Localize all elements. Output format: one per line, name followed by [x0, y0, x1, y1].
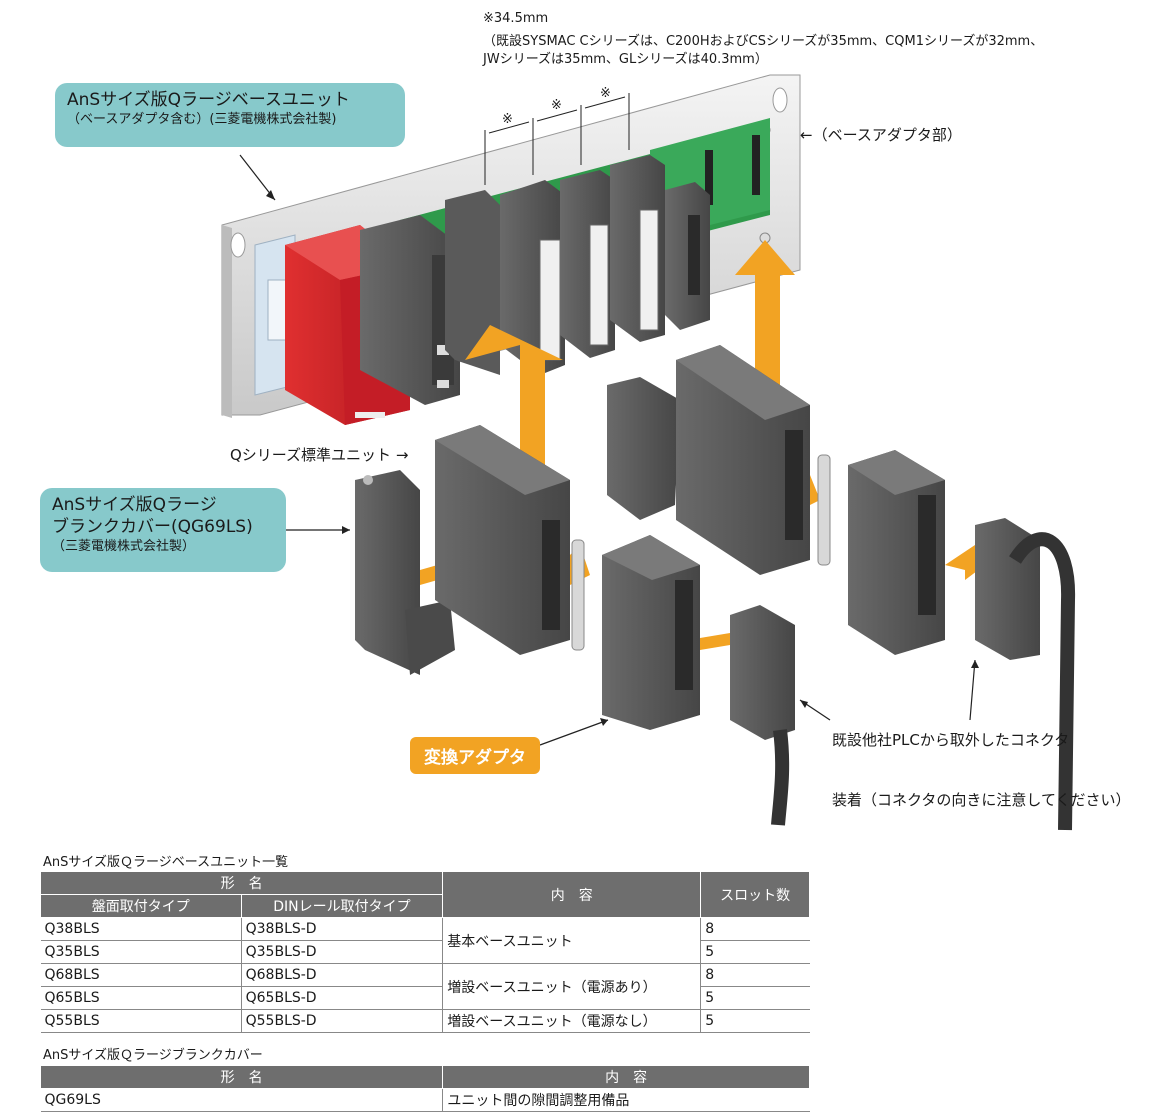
- cell-slots: 8: [700, 917, 810, 941]
- header-name: 形 名: [39, 871, 444, 895]
- callout-blank-cover-title-1: AnSサイズ版Qラージ: [52, 495, 217, 515]
- dimension-detail-line-2: JWシリーズは35mm、GLシリーズは40.3mm）: [483, 52, 768, 67]
- cell-panel: Q65BLS: [40, 986, 242, 1010]
- conversion-adapter-right: [848, 450, 945, 655]
- table1-title: AnSサイズ版Ｑラージベースユニット一覧: [43, 855, 289, 870]
- cell-slots: 5: [700, 940, 810, 964]
- table-row: Q68BLS Q68BLS-D 増設ベースユニット（電源あり） 8: [40, 963, 810, 1010]
- callout-base-unit: AnSサイズ版Qラージベースユニット （ベースアダプタ含む）(三菱電機株式会社製…: [55, 83, 405, 147]
- badge-conversion-adapter: 変換アダプタ: [410, 737, 540, 774]
- cell-content: 増設ベースユニット（電源あり）: [442, 963, 702, 1010]
- callout-blank-cover-sub: （三菱電機株式会社製）: [52, 539, 196, 554]
- cell-panel: Q38BLS: [40, 917, 242, 941]
- dimension-detail-line-1: （既設SYSMAC Cシリーズは、C200HおよびCSシリーズが35mm、CQM…: [483, 34, 1044, 49]
- callout-blank-cover-title-2: ブランクカバー(QG69LS): [52, 517, 253, 537]
- callout-base-unit-title: AnSサイズ版Qラージベースユニット: [67, 90, 350, 110]
- table2-title: AnSサイズ版Ｑラージブランクカバー: [43, 1048, 263, 1063]
- label-existing-connector: 既設他社PLCから取外したコネクタ: [832, 731, 1070, 749]
- header-name: 形 名: [39, 1065, 444, 1089]
- callout-blank-cover: AnSサイズ版Qラージ ブランクカバー(QG69LS) （三菱電機株式会社製）: [40, 488, 286, 572]
- conversion-adapter: [602, 535, 700, 730]
- cell-content: ユニット間の隙間調整用備品: [442, 1088, 810, 1112]
- leader-arrowheads: [266, 190, 979, 726]
- cell-panel: Q55BLS: [40, 1009, 242, 1033]
- cell-din: Q55BLS-D: [241, 1009, 444, 1033]
- cell-slots: 5: [700, 986, 810, 1010]
- cell-slots: 8: [700, 963, 810, 987]
- io-module-3: [610, 155, 665, 342]
- blank-module-on-base: [445, 190, 500, 375]
- cell-panel: Q35BLS: [40, 940, 242, 964]
- cell-din: Q65BLS-D: [241, 986, 444, 1010]
- blank-module-mid: [607, 377, 680, 520]
- header-content: 内 容: [442, 871, 702, 918]
- header-slots: スロット数: [700, 871, 810, 918]
- table-row: QG69LS ユニット間の隙間調整用備品: [40, 1088, 810, 1112]
- blank-cover-part: [355, 470, 455, 675]
- cell-din: Q38BLS-D: [241, 917, 444, 941]
- label-mounting-note: 装着（コネクタの向きに注意してください）: [832, 791, 1131, 809]
- cell-name: QG69LS: [40, 1088, 444, 1112]
- callout-base-unit-sub: （ベースアダプタ含む）(三菱電機株式会社製): [67, 112, 337, 127]
- blank-cover-table: 形 名 内 容 QG69LS ユニット間の隙間調整用備品: [39, 1065, 810, 1112]
- table-row: Q55BLS Q55BLS-D 増設ベースユニット（電源なし） 5: [40, 1009, 810, 1033]
- table-row: Q65BLS Q65BLS-D 5: [40, 986, 810, 1010]
- existing-connector-1: [730, 605, 795, 826]
- system-illustration: [221, 74, 1076, 831]
- existing-connector-2: [975, 518, 1076, 831]
- pitch-mark-2: ※: [551, 98, 562, 113]
- cell-content: 増設ベースユニット（電源なし）: [442, 1009, 702, 1033]
- label-q-series-unit: Qシリーズ標準ユニット →: [230, 446, 409, 464]
- connector-module-on-base: [665, 182, 710, 330]
- cell-panel: Q68BLS: [40, 963, 242, 987]
- io-module-1: [500, 180, 565, 375]
- dimension-note: ※34.5mm: [483, 11, 549, 26]
- pitch-dimension-lines: [484, 93, 630, 185]
- header-panel: 盤面取付タイプ: [40, 894, 242, 918]
- table-row: Q35BLS Q35BLS-D 5: [40, 940, 810, 964]
- label-base-adapter: ←（ベースアダプタ部）: [800, 126, 962, 144]
- q-series-unit: [435, 425, 570, 655]
- io-module-2: [560, 170, 615, 358]
- q-series-unit-right: [676, 345, 810, 575]
- table-row: Q38BLS Q38BLS-D 基本ベースユニット 8: [40, 917, 810, 964]
- header-content: 内 容: [442, 1065, 810, 1089]
- pitch-mark-1: ※: [502, 112, 513, 127]
- pitch-mark-3: ※: [600, 86, 611, 101]
- cell-content: 基本ベースユニット: [442, 917, 702, 964]
- cell-din: Q35BLS-D: [241, 940, 444, 964]
- cell-slots: 5: [700, 1009, 810, 1033]
- mounting-bracket-right: [817, 454, 831, 566]
- cell-din: Q68BLS-D: [241, 963, 444, 987]
- mounting-bracket-left: [571, 539, 585, 651]
- header-din: DINレール取付タイプ: [240, 894, 444, 918]
- base-unit-table: 形 名 内 容 スロット数 盤面取付タイプ DINレール取付タイプ Q38BLS…: [39, 871, 810, 1033]
